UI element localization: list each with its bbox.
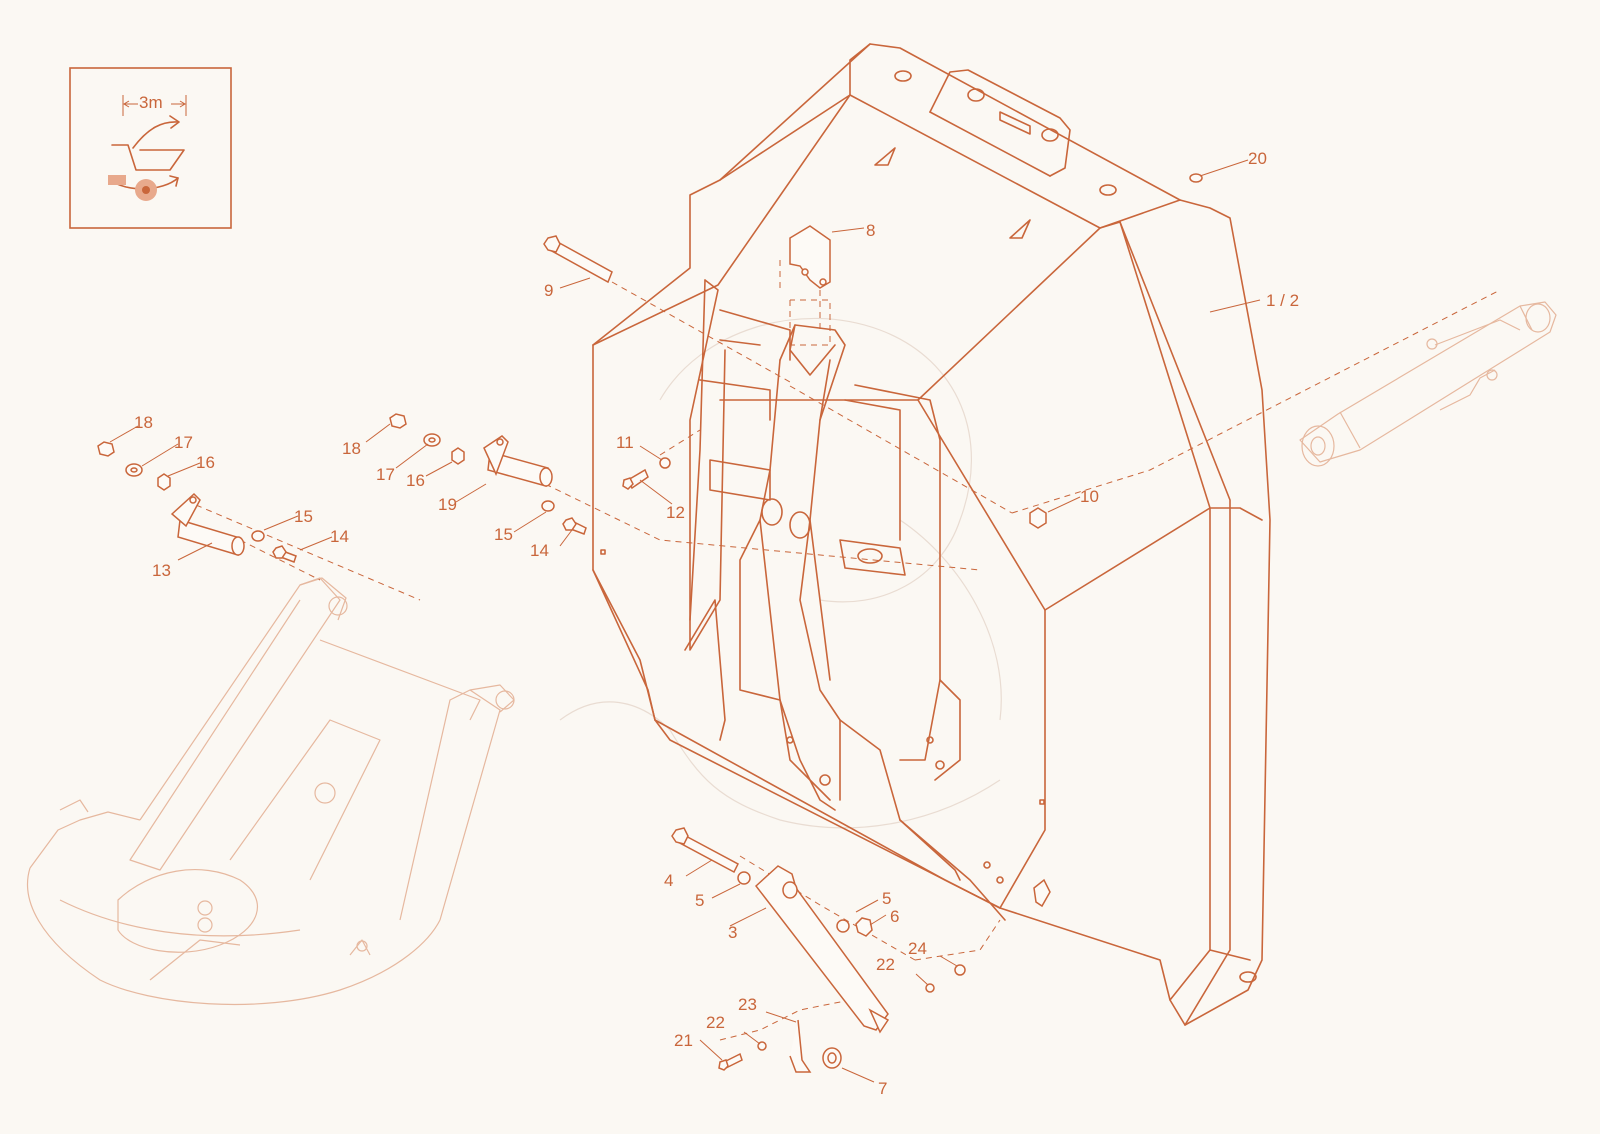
part-18-nut-mid: [389, 413, 407, 429]
callout-14: 14: [330, 527, 349, 546]
callout-22: 22: [706, 1013, 725, 1032]
callout-16: 16: [196, 453, 215, 472]
callout-13: 13: [152, 561, 171, 580]
callout-6: 6: [890, 907, 899, 926]
part-10-nut: [1029, 507, 1047, 529]
callout-20: 20: [1248, 149, 1267, 168]
part-6-nut: [855, 917, 873, 937]
part-9-bolt: [543, 235, 613, 284]
callout-17: 17: [174, 433, 193, 452]
part-17-washer-left: [125, 463, 143, 477]
part-15-washer-left: [251, 530, 265, 542]
callout-3: 3: [728, 923, 737, 942]
callout-18: 18: [134, 413, 153, 432]
part-7-ring: [822, 1047, 842, 1069]
part-14-bolt-mid: [562, 517, 587, 535]
part-8-wedge: [789, 225, 831, 289]
part-16-nut-mid: [451, 447, 465, 465]
callout-14: 14: [530, 541, 549, 560]
part-5-washer-a: [737, 871, 751, 885]
part-5-washer-b: [836, 919, 850, 933]
part-15-washer-mid: [541, 500, 555, 512]
callout-15: 15: [494, 525, 513, 544]
part-13-pin: [170, 492, 245, 556]
callout-8: 8: [866, 221, 875, 240]
part-grease-fitting: [1033, 878, 1051, 908]
part-22-washer-a: [925, 983, 935, 993]
callout-15: 15: [294, 507, 313, 526]
callout-5: 5: [882, 889, 891, 908]
part-16-nut-left: [157, 473, 171, 491]
callout-5: 5: [695, 891, 704, 910]
icon-distance-label: 3m: [139, 93, 163, 112]
part-4-bolt: [671, 827, 739, 874]
callout-23: 23: [738, 995, 757, 1014]
loader-arm-frame: [26, 577, 515, 1006]
callout-labels: 1 / 2 3 4 5 5 6 7 8 9 10 11 12 13 14 14 …: [134, 149, 1299, 1098]
hydraulic-cylinder: [1299, 301, 1557, 467]
wheelbarrow-move-icon: [69, 67, 232, 229]
callout-11: 11: [616, 433, 634, 452]
callout-10: 10: [1080, 487, 1099, 506]
callout-21: 21: [674, 1031, 693, 1050]
callout-9: 9: [544, 281, 553, 300]
part-3-link: [754, 865, 890, 1034]
callout-22: 22: [876, 955, 895, 974]
part-14-bolt-left: [272, 545, 297, 563]
callout-19: 19: [438, 495, 457, 514]
callout-17: 17: [376, 465, 395, 484]
callout-24: 24: [908, 939, 927, 958]
assembly-lines: [195, 260, 1501, 1041]
callout-1-2: 1 / 2: [1266, 291, 1299, 310]
callout-16: 16: [406, 471, 425, 490]
counterweight-body: [592, 43, 1271, 1026]
part-17-washer-mid: [423, 433, 441, 447]
callout-18: 18: [342, 439, 361, 458]
part-18-nut-left: [97, 441, 115, 457]
part-19-pin: [483, 435, 553, 487]
background-watermark: [559, 317, 1002, 829]
leader-lines: [109, 159, 1261, 1083]
callout-7: 7: [878, 1079, 887, 1098]
part-23-spring-pin: [789, 1019, 812, 1073]
callout-12: 12: [666, 503, 685, 522]
part-24-nut: [954, 964, 966, 976]
part-12-bolt: [622, 468, 649, 490]
callout-4: 4: [664, 871, 673, 890]
part-11-washer: [659, 457, 671, 469]
part-21-screw: [718, 1052, 743, 1071]
